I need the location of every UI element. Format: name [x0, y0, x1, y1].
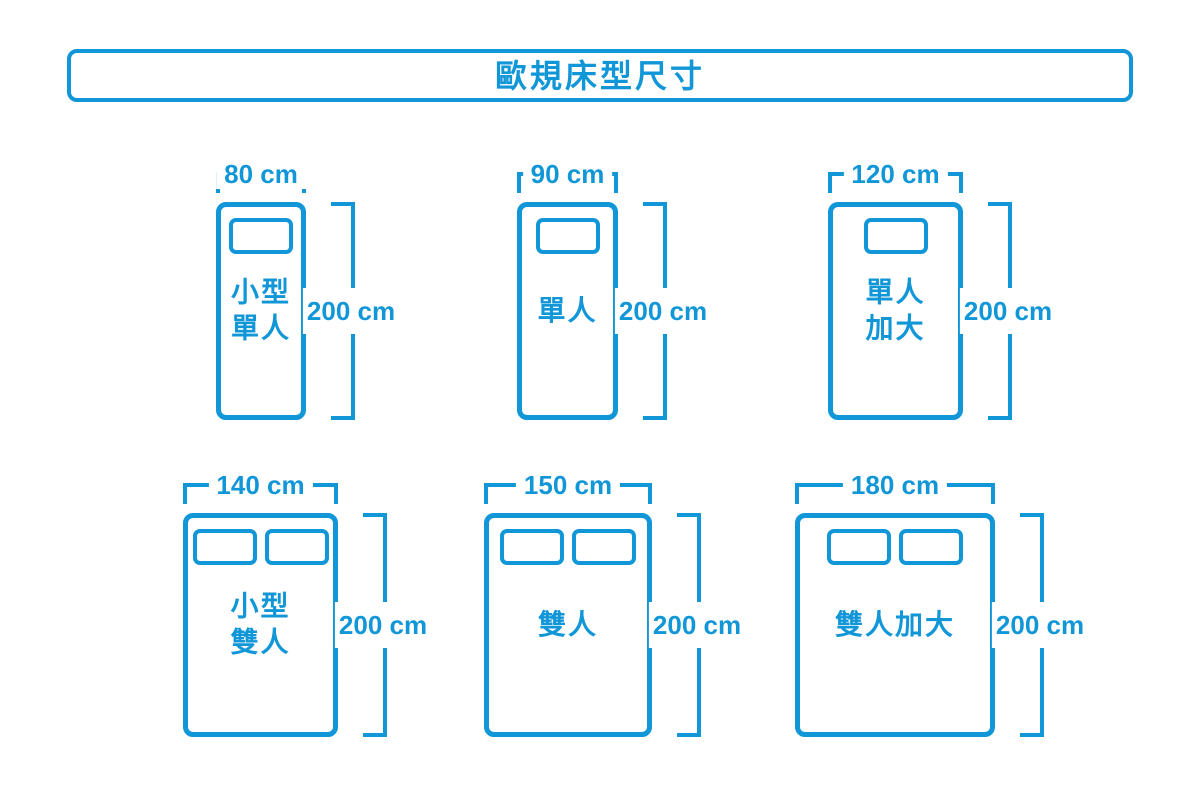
height-dimension-bracket: 200 cm — [334, 513, 432, 737]
height-dimension-bracket: 200 cm — [991, 513, 1089, 737]
pillow-icon — [572, 529, 636, 565]
pillow-icon — [535, 218, 600, 254]
width-dimension-bracket: 150 cm — [484, 470, 652, 504]
width-dimension-label: 80 cm — [216, 159, 306, 189]
bed-name-label: 小型 雙人 — [230, 590, 291, 658]
bed-outline: 小型 雙人 — [183, 513, 338, 737]
width-dimension-label: 120 cm — [843, 159, 948, 189]
pillow-icon — [192, 529, 257, 565]
width-dimension-label: 90 cm — [522, 159, 613, 189]
pillow-icon — [264, 529, 329, 565]
height-dimension-bracket: 200 cm — [648, 513, 746, 737]
height-dimension-label: 200 cm — [959, 288, 1057, 334]
pillow-row — [221, 218, 301, 254]
bed-outline: 小型 單人 — [216, 202, 306, 420]
bed-figure-small-single: 80 cm 小型 單人 200 cm — [216, 159, 400, 420]
pillow-icon — [863, 218, 928, 254]
width-dimension-bracket: 80 cm — [216, 159, 306, 193]
bed-name-label: 單人 加大 — [865, 276, 926, 344]
pillow-row — [188, 529, 333, 565]
width-dimension-label: 150 cm — [515, 470, 621, 500]
bed-name-label: 雙人 — [537, 608, 598, 640]
title-box: 歐規床型尺寸 — [67, 49, 1133, 102]
bed-figure-double-extra: 180 cm 雙人加大 200 cm — [795, 470, 1089, 737]
pillow-row — [800, 529, 990, 565]
page-title: 歐規床型尺寸 — [494, 57, 705, 94]
bed-figure-double: 150 cm 雙人 200 cm — [484, 470, 746, 737]
pillow-row — [489, 529, 647, 565]
pillow-row — [522, 218, 613, 254]
pillow-icon — [500, 529, 564, 565]
bed-figure-single: 90 cm 單人 200 cm — [517, 159, 712, 420]
width-dimension-label: 180 cm — [842, 470, 948, 500]
height-dimension-label: 200 cm — [614, 288, 712, 334]
bed-figure-single-extra: 120 cm 單人 加大 200 cm — [828, 159, 1057, 420]
pillow-icon — [827, 529, 891, 565]
bed-figure-small-double: 140 cm 小型 雙人 200 cm — [183, 470, 432, 737]
width-dimension-bracket: 140 cm — [183, 470, 338, 504]
bed-outline: 雙人加大 — [795, 513, 995, 737]
height-dimension-bracket: 200 cm — [614, 202, 712, 420]
height-dimension-label: 200 cm — [302, 288, 400, 334]
bed-name-label: 單人 — [537, 294, 598, 326]
height-dimension-bracket: 200 cm — [959, 202, 1057, 420]
bed-outline: 單人 — [517, 202, 618, 420]
bed-name-label: 雙人加大 — [834, 608, 955, 640]
width-dimension-bracket: 180 cm — [795, 470, 995, 504]
pillow-icon — [229, 218, 293, 254]
width-dimension-bracket: 120 cm — [828, 159, 963, 193]
pillow-icon — [899, 529, 963, 565]
height-dimension-label: 200 cm — [648, 602, 746, 648]
bed-name-label: 小型 單人 — [230, 276, 291, 344]
bed-outline: 雙人 — [484, 513, 652, 737]
width-dimension-bracket: 90 cm — [517, 159, 618, 193]
height-dimension-label: 200 cm — [991, 602, 1089, 648]
pillow-row — [833, 218, 958, 254]
width-dimension-label: 140 cm — [208, 470, 313, 500]
bed-outline: 單人 加大 — [828, 202, 963, 420]
height-dimension-label: 200 cm — [334, 602, 432, 648]
height-dimension-bracket: 200 cm — [302, 202, 400, 420]
